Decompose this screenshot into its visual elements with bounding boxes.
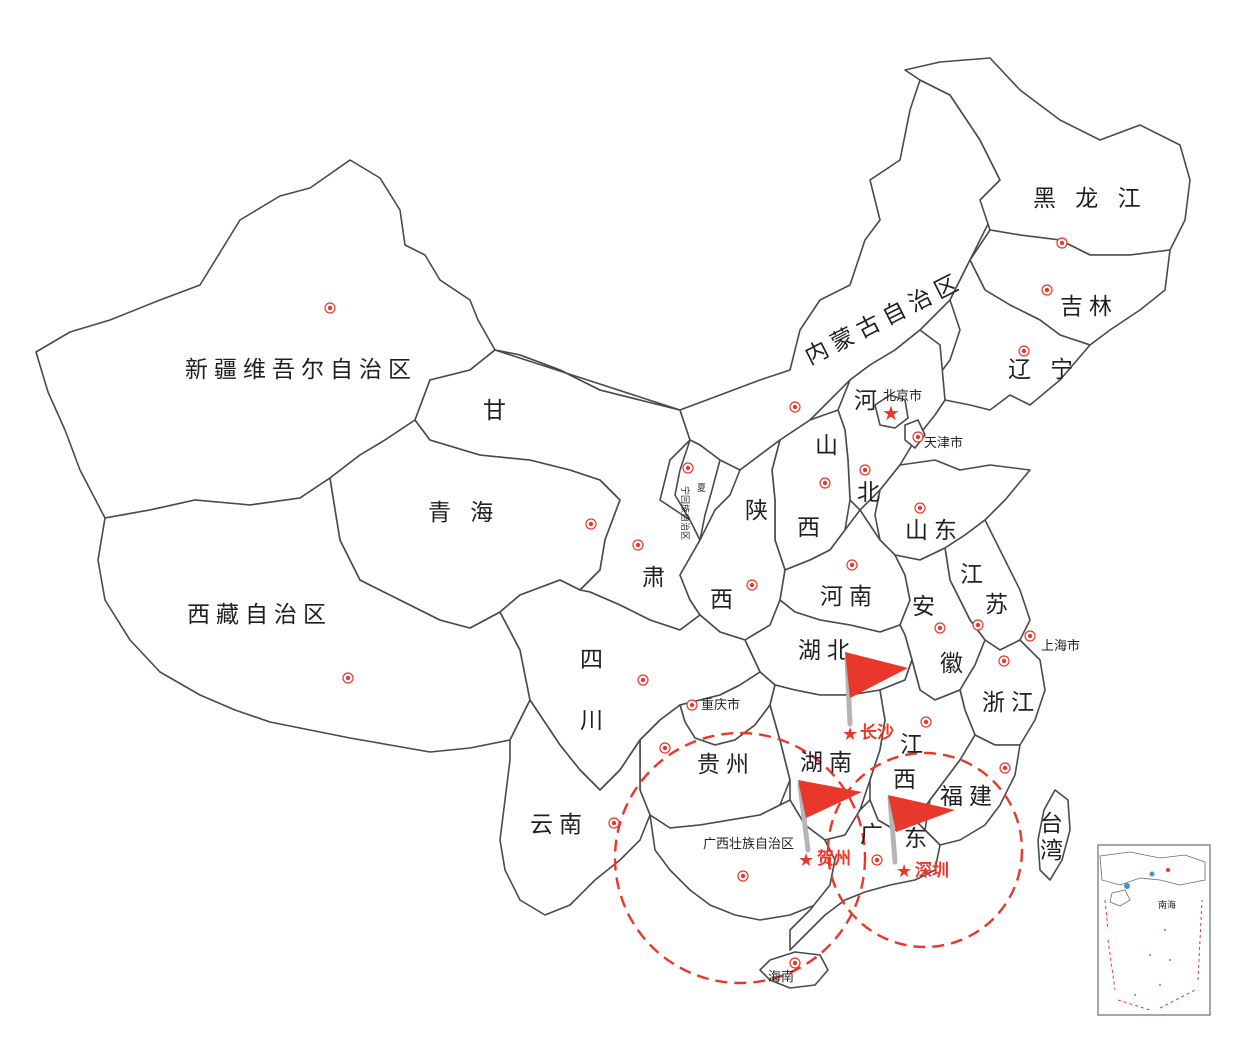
municipality-labels: 北京市 天津市 上海市 重庆市: [701, 388, 1080, 713]
capital-dot-icon: [608, 817, 620, 829]
label-beijing: 北京市: [883, 388, 922, 404]
capital-dot-icon: [746, 579, 758, 591]
capital-dot-icon: [1041, 284, 1053, 296]
label-jiangsu-1: 江: [960, 562, 989, 588]
province-guangdong[interactable]: [789, 799, 941, 951]
city-label-shenzhen: 深圳: [915, 860, 949, 881]
capital-dot-icon: [342, 672, 354, 684]
label-guangxi: 广西壮族自治区: [703, 836, 794, 852]
highlight-circles: [613, 731, 1024, 985]
label-anhui-2: 徽: [940, 651, 969, 677]
capital-dot-icon: [637, 674, 649, 686]
capital-dot-icon: [1018, 345, 1030, 357]
label-qinghai: 青 海: [428, 500, 499, 526]
label-hebei-2: 北: [857, 480, 886, 506]
province-taiwan[interactable]: [1037, 789, 1071, 881]
star-icon: ★: [882, 401, 900, 425]
label-hainan: 海南: [768, 969, 794, 985]
star-icon: ★: [896, 861, 912, 882]
capital-dot-icon: [1056, 237, 1068, 249]
capital-dot-icon: [920, 716, 932, 728]
label-jiangsu-2: 苏: [985, 592, 1014, 618]
capital-dot-icon: [846, 559, 858, 571]
star-icon: ★: [842, 724, 858, 745]
city-label-hezhou: 贺州: [816, 849, 851, 869]
capital-dot-icon: [789, 957, 801, 969]
capital-dot-icon: [914, 502, 926, 514]
capital-markers: [324, 237, 1068, 969]
label-sichuan-1: 四: [580, 647, 609, 673]
label-ningxia-1: 宁回族自治区: [679, 486, 691, 540]
label-heilongjiang: 黑 龙 江: [1033, 186, 1147, 212]
label-gansu-1: 甘: [483, 398, 512, 424]
capital-dot-icon: [682, 462, 694, 474]
province-shapes: [35, 57, 1191, 989]
province-beijing[interactable]: [874, 394, 909, 429]
label-xinjiang: 新疆维吾尔自治区: [185, 357, 417, 383]
capital-dot-icon: [737, 870, 749, 882]
highlighted-cities: ★ 长沙 ★ 贺州 ★ 深圳: [798, 722, 949, 882]
flag-hezhou: [797, 780, 862, 853]
capital-dot-icon: [934, 622, 946, 634]
capital-dot-icon: [912, 431, 924, 443]
label-taiwan-1: 台: [1040, 811, 1069, 837]
highlight-circle-west: [613, 731, 867, 985]
province-yunnan[interactable]: [499, 699, 651, 916]
capital-dot-icon: [859, 464, 871, 476]
label-gansu-2: 肃: [642, 565, 671, 591]
capital-dot-icon: [659, 742, 671, 754]
label-liaoning: 辽 宁: [1008, 357, 1079, 383]
flag-changsha: [844, 652, 908, 727]
highlight-circle-east: [826, 751, 1024, 949]
inset-label-sea: 南海: [1158, 899, 1176, 911]
city-label-changsha: 长沙: [860, 722, 894, 743]
label-tianjin: 天津市: [924, 435, 963, 451]
capital-dot-icon: [871, 854, 883, 866]
capital-dot-icon: [789, 401, 801, 413]
label-hubei: 湖北: [798, 638, 856, 664]
label-jiangxi-2: 西: [893, 767, 922, 793]
label-jilin: 吉林: [1060, 294, 1118, 320]
label-zhejiang: 浙江: [982, 690, 1040, 716]
label-hebei-1: 河: [854, 388, 883, 414]
star-icon: ★: [798, 850, 814, 871]
label-anhui-1: 安: [912, 594, 941, 620]
label-jiangxi-1: 江: [900, 732, 929, 758]
label-shaanxi-1: 陕: [745, 498, 774, 524]
label-shanxi-1: 山: [815, 433, 844, 459]
label-taiwan-2: 湾: [1040, 838, 1069, 864]
label-ningxia-2: 夏: [697, 483, 706, 494]
label-chongqing: 重庆市: [701, 697, 740, 713]
capital-dot-icon: [324, 302, 336, 314]
flag-shenzhen: [887, 795, 955, 865]
capital-dot-icon: [1024, 630, 1036, 642]
capital-dot-icon: [686, 699, 698, 711]
south-china-sea-inset: 南海: [1097, 844, 1211, 1016]
flag-icon: [798, 780, 862, 818]
label-yunnan: 云南: [530, 812, 588, 838]
flag-icon: [845, 652, 908, 698]
label-guangdong-2: 东: [904, 826, 933, 852]
label-shanghai: 上海市: [1041, 638, 1080, 654]
capital-dot-icon: [819, 477, 831, 489]
label-henan: 河南: [820, 584, 878, 610]
label-fujian: 福建: [940, 784, 998, 810]
label-guangdong-1: 广: [860, 822, 889, 848]
capital-dot-icon: [585, 518, 597, 530]
label-sichuan-2: 川: [580, 708, 609, 734]
capital-dot-icon: [999, 762, 1011, 774]
label-guizhou: 贵州: [697, 752, 755, 778]
label-shanxi-2: 西: [797, 515, 826, 541]
label-shaanxi-2: 西: [710, 587, 739, 613]
label-shandong: 山东: [905, 518, 963, 544]
label-xizang: 西藏自治区: [187, 602, 332, 628]
flag-icon: [888, 795, 955, 832]
label-hunan: 湖南: [800, 750, 858, 776]
capital-dot-icon: [998, 655, 1010, 667]
capital-dot-icon: [632, 539, 644, 551]
capital-dot-icon: [972, 619, 984, 631]
province-liaoning[interactable]: [934, 259, 1091, 411]
